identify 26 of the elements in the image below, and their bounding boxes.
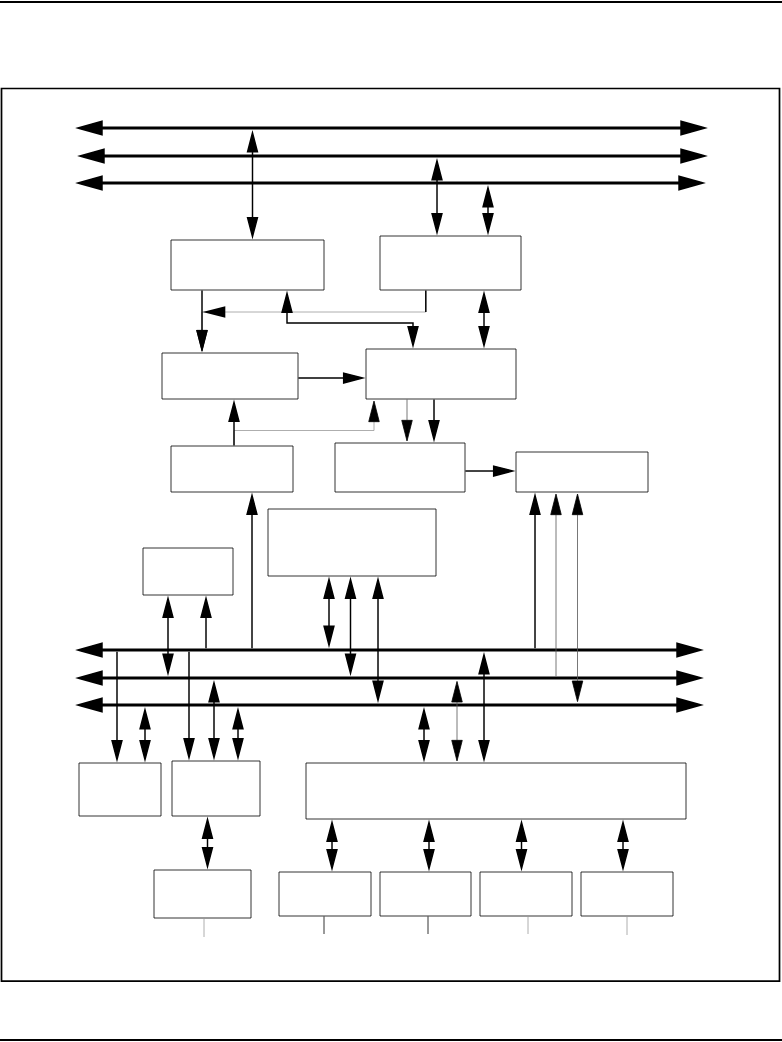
arrow xyxy=(401,399,413,442)
block-box xyxy=(153,869,252,919)
line xyxy=(323,916,325,935)
block-box xyxy=(305,762,687,820)
block-box xyxy=(479,871,573,917)
block-box xyxy=(171,760,261,817)
line xyxy=(203,918,205,938)
block-box xyxy=(267,508,437,577)
arrow xyxy=(550,493,562,677)
block-box xyxy=(78,762,162,817)
double-arrow xyxy=(571,493,584,702)
block-box xyxy=(334,442,466,493)
line xyxy=(427,916,429,935)
block-box xyxy=(278,871,372,917)
block-box xyxy=(170,239,325,291)
block-box xyxy=(580,871,674,917)
block-box xyxy=(515,451,649,493)
block-box xyxy=(170,445,294,493)
block-box xyxy=(365,348,517,400)
block-box xyxy=(161,352,299,400)
double-arrow xyxy=(451,681,463,762)
block-box xyxy=(379,871,472,917)
line xyxy=(527,916,529,935)
block-box xyxy=(142,547,234,596)
block-box xyxy=(379,235,522,291)
line xyxy=(626,916,628,936)
